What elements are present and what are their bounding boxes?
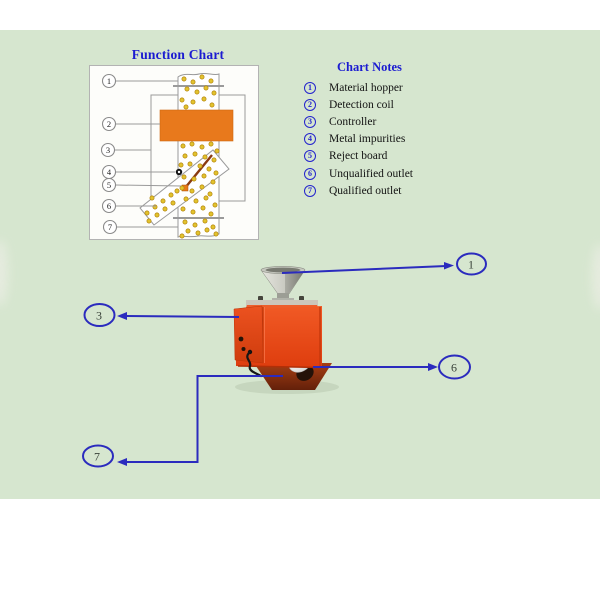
fc-callout-6: 6 — [101, 198, 117, 214]
arrowhead — [117, 458, 127, 466]
svg-text:7: 7 — [108, 222, 112, 232]
note-row-5: 5 Reject board — [296, 148, 496, 165]
note-row-6: 6 Unqualified outlet — [296, 165, 496, 182]
callout-circle — [82, 444, 114, 468]
metal-impurity-dot — [175, 168, 183, 176]
note-number-badge: 3 — [304, 115, 316, 128]
leader-line — [281, 265, 447, 274]
arrowhead — [444, 262, 454, 270]
leader-line — [124, 375, 283, 463]
leader-line — [123, 315, 240, 318]
hopper — [260, 266, 306, 302]
callout-7: 7 — [82, 375, 283, 468]
machine-photo — [233, 266, 339, 394]
svg-text:6: 6 — [451, 361, 457, 375]
callout-circle — [456, 252, 487, 276]
note-number-badge: 1 — [304, 81, 316, 94]
note-number-badge: 7 — [304, 184, 316, 197]
callout-3: 3 — [83, 303, 240, 327]
material-dots — [144, 74, 220, 239]
fc-callout-1: 1 — [101, 73, 117, 89]
svg-text:4: 4 — [107, 167, 112, 177]
panel-knob — [241, 347, 246, 351]
power-cable — [246, 349, 263, 378]
svg-text:1: 1 — [468, 258, 474, 272]
chart-notes: Chart Notes 1 Material hopper 2 Detectio… — [296, 60, 496, 199]
callout-6: 6 — [313, 354, 471, 380]
fc-callout-3: 3 — [100, 142, 116, 158]
note-number-badge: 5 — [304, 150, 316, 163]
note-label: Unqualified outlet — [329, 167, 413, 180]
callout-1: 1 — [281, 252, 487, 276]
note-row-1: 1 Material hopper — [296, 79, 496, 96]
note-label: Qualified outlet — [329, 184, 402, 197]
detection-coil-rect — [159, 109, 234, 142]
callout-circle — [438, 354, 471, 380]
function-chart-drawing: 1 2 3 4 5 6 7 — [100, 72, 246, 239]
panel-knob — [238, 336, 244, 342]
fc-callout-4: 4 — [101, 164, 117, 180]
svg-text:1: 1 — [107, 76, 111, 86]
note-row-7: 7 Qualified outlet — [296, 182, 496, 199]
note-label: Controller — [329, 115, 377, 128]
svg-text:7: 7 — [94, 450, 100, 464]
note-label: Reject board — [329, 150, 388, 163]
note-label: Detection coil — [329, 98, 394, 111]
note-row-4: 4 Metal impurities — [296, 131, 496, 148]
chart-notes-title: Chart Notes — [337, 60, 402, 74]
note-number-badge: 4 — [304, 133, 316, 146]
reject-board-line — [184, 154, 213, 189]
note-label: Metal impurities — [329, 133, 406, 146]
controller-panel — [233, 305, 265, 364]
right-edge-artifact — [592, 244, 600, 310]
fc-callout-2: 2 — [101, 116, 117, 132]
body-bottom-edge — [237, 365, 322, 369]
fc-leader-lines — [114, 80, 182, 228]
svg-text:6: 6 — [107, 201, 111, 211]
note-row-3: 3 Controller — [296, 113, 496, 130]
note-label: Material hopper — [329, 81, 403, 94]
svg-text:2: 2 — [107, 119, 111, 129]
left-edge-artifact — [0, 240, 8, 306]
function-chart-box: 1 2 3 4 5 6 7 — [89, 65, 259, 240]
svg-text:3: 3 — [96, 309, 102, 323]
svg-text:3: 3 — [106, 145, 110, 155]
note-number-badge: 2 — [304, 98, 316, 111]
fc-callout-7: 7 — [102, 219, 118, 235]
note-number-badge: 6 — [304, 167, 316, 180]
fc-callout-5: 5 — [101, 177, 117, 193]
arrowhead — [117, 312, 127, 320]
top-plate — [246, 300, 318, 306]
arrowhead — [428, 363, 438, 371]
function-chart-title: Function Chart — [131, 47, 225, 62]
callout-circle — [83, 303, 116, 327]
note-row-2: 2 Detection coil — [296, 96, 496, 113]
svg-text:5: 5 — [107, 180, 111, 190]
